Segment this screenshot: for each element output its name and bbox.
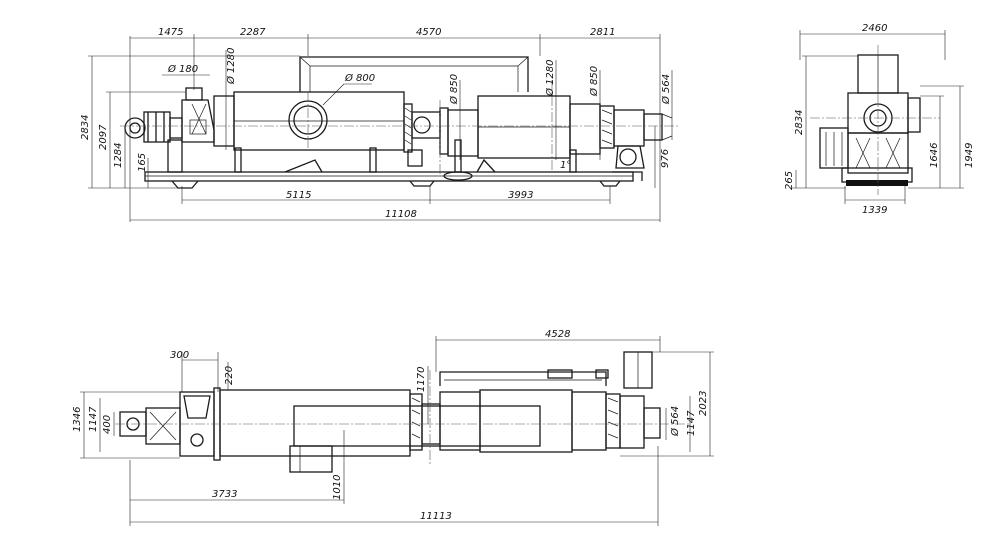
dim-2460: 2460: [862, 23, 887, 34]
dim-phi1280-a: Ø 1280: [225, 48, 237, 86]
dim-400: 400: [102, 415, 113, 434]
dim-2834-side: 2834: [794, 110, 805, 135]
plan-view: 300 220 1170 4528 1346 1147 400 Ø 564 11…: [72, 329, 714, 526]
outlet-plan: [643, 407, 661, 439]
dim-1346: 1346: [72, 407, 83, 432]
dim-2023: 2023: [698, 391, 709, 416]
outlet-pipe: [613, 109, 645, 147]
dim-2811: 2811: [590, 27, 615, 38]
dim-1475: 1475: [158, 27, 183, 38]
dim-1949: 1949: [964, 143, 975, 168]
connecting-duct: [299, 56, 529, 92]
dim-phi564-plan: Ø 564: [669, 406, 681, 437]
dim-phi850-b: Ø 850: [588, 66, 600, 97]
support-foot: [599, 180, 621, 187]
support-foot: [171, 180, 199, 189]
duct-plan: [293, 405, 541, 447]
dim-265: 265: [784, 171, 795, 190]
side-view: 2460 2834 1646 1949 265 1339: [784, 23, 975, 216]
dim-phi800: Ø 800: [344, 72, 375, 84]
drum-2-plan: [479, 389, 573, 453]
dim-angle: 1°: [560, 160, 571, 171]
dim-2834-front: 2834: [80, 115, 91, 140]
dim-1284: 1284: [113, 143, 124, 168]
dim-220: 220: [224, 366, 235, 385]
dim-4570: 4570: [416, 27, 441, 38]
dim-3733: 3733: [212, 489, 237, 500]
dim-165: 165: [137, 153, 148, 172]
dim-phi180: Ø 180: [167, 63, 198, 75]
base-frame: [144, 171, 634, 182]
dim-11113: 11113: [420, 511, 452, 522]
front-view: 1475 2287 4570 2811 Ø 180 Ø 1280 Ø 800 Ø…: [80, 27, 680, 222]
dim-phi564: Ø 564: [660, 74, 672, 105]
motor: [124, 117, 146, 139]
dim-300: 300: [170, 350, 189, 361]
dim-2287: 2287: [240, 27, 266, 38]
dim-1010: 1010: [332, 475, 343, 500]
service-rail: [439, 371, 607, 386]
dim-2097: 2097: [98, 124, 109, 150]
support-foot: [409, 180, 435, 187]
dim-4528: 4528: [545, 329, 570, 340]
dim-phi1280-b: Ø 1280: [544, 60, 556, 98]
dim-phi850-a: Ø 850: [448, 74, 460, 105]
dim-976: 976: [660, 149, 671, 168]
dim-1147-a: 1147: [88, 406, 99, 432]
dim-1339: 1339: [862, 205, 887, 216]
dim-1147-b: 1147: [686, 410, 697, 436]
dim-11108: 11108: [385, 209, 417, 220]
dim-1170: 1170: [416, 367, 427, 392]
dim-1646: 1646: [929, 143, 940, 168]
dim-3993: 3993: [508, 190, 533, 201]
dim-5115: 5115: [286, 190, 311, 201]
